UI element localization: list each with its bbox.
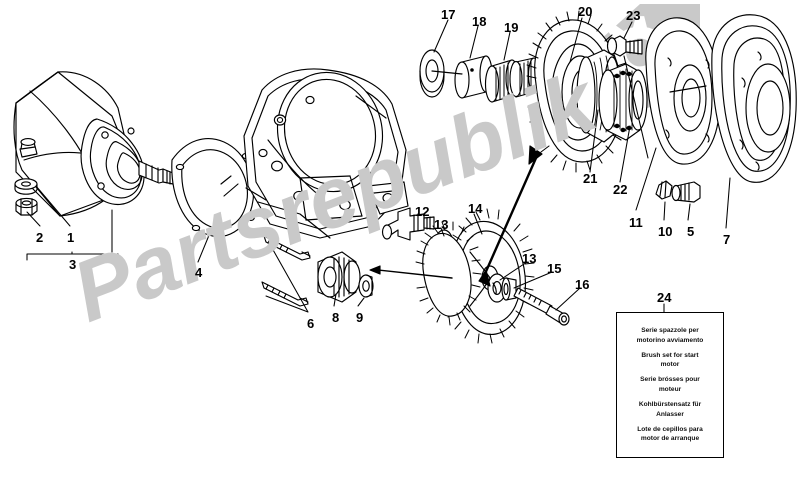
callout-13-lower: 13 xyxy=(522,251,537,266)
callout-16: 16 xyxy=(575,277,590,292)
callout-2: 2 xyxy=(36,230,44,245)
legend-entry-de: Kohlbürstensatz für Anlasser xyxy=(622,400,718,419)
callout-15: 15 xyxy=(547,261,562,276)
thrust-washer xyxy=(419,49,445,98)
terminal-hardware xyxy=(14,138,38,216)
legend-line: moteur xyxy=(658,386,682,393)
leader-lines xyxy=(26,17,731,313)
engine-crankcase-cover xyxy=(243,68,409,239)
brush-set-legend-box: Serie spazzole per motorino avviamento B… xyxy=(616,312,724,458)
small-assembly-arrows xyxy=(369,265,453,279)
callout-3: 3 xyxy=(69,257,77,272)
callout-1: 1 xyxy=(67,230,75,245)
callout-19: 19 xyxy=(504,20,519,35)
legend-entry-fr: Serie brósses pour moteur xyxy=(622,375,718,394)
callout-24: 24 xyxy=(657,290,672,305)
callout-9: 9 xyxy=(356,310,364,325)
callout-6: 6 xyxy=(307,316,315,331)
legend-line: Kohlbürstensatz für xyxy=(638,401,702,409)
callout-11: 11 xyxy=(629,215,643,230)
motor-mount-flange xyxy=(171,138,255,238)
secondary-gear xyxy=(415,221,482,326)
mounting-screws xyxy=(261,235,311,307)
roller-bearing-cage xyxy=(598,63,648,141)
callout-5: 5 xyxy=(687,224,695,239)
callout-12: 12 xyxy=(415,204,430,219)
legend-line: Serie spazzole per xyxy=(641,327,699,335)
legend-entry-es: Lote de cepillos para motor de arranque xyxy=(622,425,718,444)
callout-10: 10 xyxy=(658,224,673,239)
legend-line: Serie brósses pour xyxy=(640,376,700,384)
legend-line: motorino avviamento xyxy=(636,336,704,344)
assembly-direction-arrow xyxy=(478,145,543,287)
legend-line: Lote de cepillos para xyxy=(637,425,703,433)
callout-13-upper: 13 xyxy=(434,217,449,232)
starter-clutch-hub xyxy=(645,17,721,165)
callout-8: 8 xyxy=(332,310,340,325)
legend-entry-en: Brush set for start motor xyxy=(622,351,718,370)
starter-motor-body xyxy=(13,71,174,217)
idler-gear-assembly xyxy=(317,251,374,303)
legend-line: Brush set for start xyxy=(641,351,699,359)
callout-23: 23 xyxy=(626,8,641,23)
key-and-stud xyxy=(655,180,701,203)
gear-retaining-hardware xyxy=(487,273,570,326)
legend-entry-it: Serie spazzole per motorino avviamento xyxy=(622,326,718,345)
callout-7: 7 xyxy=(723,232,731,247)
callout-17: 17 xyxy=(441,7,456,22)
callout-18: 18 xyxy=(472,14,487,29)
ring-gear-screw xyxy=(606,35,643,57)
legend-line: Anlasser xyxy=(656,410,684,418)
legend-line: motor de arranque xyxy=(640,435,700,443)
callout-14: 14 xyxy=(468,201,483,216)
callout-4: 4 xyxy=(195,265,203,280)
callout-20: 20 xyxy=(578,4,593,19)
callout-22: 22 xyxy=(613,182,628,197)
legend-line: motor xyxy=(660,361,680,369)
flywheel-rotor xyxy=(711,14,797,183)
callout-21: 21 xyxy=(583,171,598,186)
